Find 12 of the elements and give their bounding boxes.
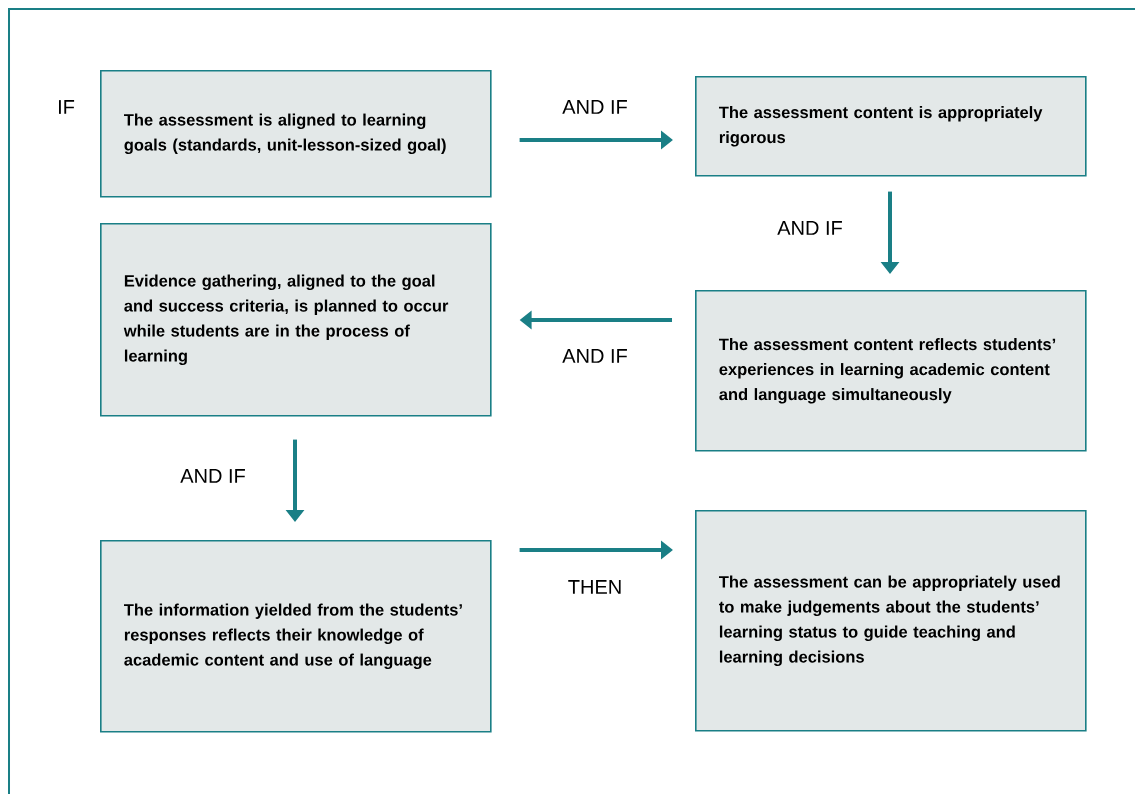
process-box: The assessment content is appropriately rigorous [695, 76, 1087, 177]
edge-label: AND IF [562, 349, 627, 363]
process-box: The information yielded from the students’ responses reflects their knowledge of academic content and use of language [100, 540, 492, 733]
condition-label: IF [58, 100, 75, 114]
process-box: Evidence gathering, aligned to the goal and success criteria, is planned to occur while students are in the process of learning [100, 223, 492, 417]
process-box: The assessment is aligned to learning goals (standards, unit-lesson-sized goal) [100, 70, 492, 198]
edge-label: AND IF [562, 100, 627, 114]
process-box: The assessment can be appropriately used to make judgements about the students’ learning status to guide teaching and learning decisions [695, 509, 1087, 732]
edge-label: AND IF [180, 469, 245, 483]
edge-label: THEN [568, 580, 621, 594]
edge-label: AND IF [777, 221, 842, 235]
process-box: The assessment content reflects students’ experiences in learning academic content and language simultaneously [695, 290, 1087, 452]
